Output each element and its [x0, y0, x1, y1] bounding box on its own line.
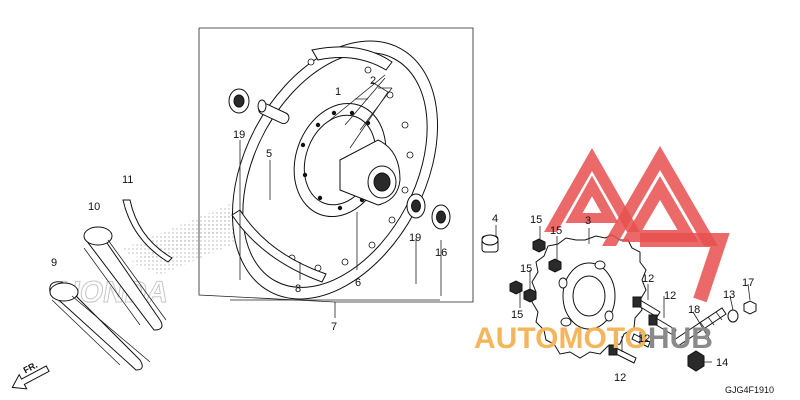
callout-12d: 12	[614, 372, 626, 384]
watermark-hub: HUB	[648, 322, 713, 355]
svg-text:AUTOMOTOHUB: AUTOMOTOHUB	[474, 322, 713, 355]
callout-4: 4	[492, 213, 498, 225]
callout-2: 2	[370, 75, 376, 87]
front-direction-arrow: FR.	[11, 360, 50, 390]
tire	[49, 281, 151, 371]
inner-tube	[83, 226, 167, 331]
callout-8: 8	[295, 283, 301, 295]
watermark-auto: AUTO	[474, 322, 558, 355]
callout-15a: 15	[530, 214, 542, 226]
callout-labels: 1 2 3 4 5 6 7 8 9 10 11 12 12 12 12 13 1…	[51, 75, 754, 384]
callout-15d: 15	[511, 309, 523, 321]
callout-7: 7	[331, 321, 337, 333]
callout-15b: 15	[550, 225, 562, 237]
callout-13: 13	[723, 289, 735, 301]
callout-19b: 19	[409, 232, 421, 244]
callout-9: 9	[51, 257, 57, 269]
diagram-code: GJG4F1910	[725, 385, 774, 395]
rim-strip	[122, 199, 173, 263]
callout-15c: 15	[520, 263, 532, 275]
callout-10: 10	[88, 201, 100, 213]
sprocket-bolts	[608, 296, 677, 364]
callout-14: 14	[716, 357, 728, 369]
callout-1: 1	[335, 86, 341, 98]
rim-band	[231, 46, 393, 283]
distance-collar	[257, 99, 290, 125]
rear-axle	[673, 307, 727, 347]
axle-nut	[687, 350, 705, 372]
bearing-lower	[406, 193, 426, 219]
callout-12c: 12	[638, 333, 650, 345]
axle-washer	[727, 309, 739, 323]
callout-6: 6	[355, 277, 361, 289]
leader-lines	[230, 87, 751, 363]
callout-19a: 19	[233, 129, 245, 141]
callout-18: 18	[688, 304, 700, 316]
bearing-upper	[228, 88, 250, 114]
cotter-nut	[743, 300, 757, 315]
callout-12b: 12	[664, 290, 676, 302]
callout-17: 17	[742, 277, 754, 289]
dust-seal	[431, 204, 451, 230]
callout-11: 11	[122, 174, 133, 186]
wheel-hub	[293, 74, 401, 218]
side-collar	[481, 234, 499, 253]
callout-12a: 12	[642, 273, 654, 285]
callout-3: 3	[585, 215, 591, 227]
callout-16: 16	[435, 247, 447, 259]
automotohub-watermark: AUTOMOTOHUB	[474, 146, 730, 355]
watermark-moto: MOTO	[558, 322, 647, 355]
callout-5: 5	[266, 148, 272, 160]
